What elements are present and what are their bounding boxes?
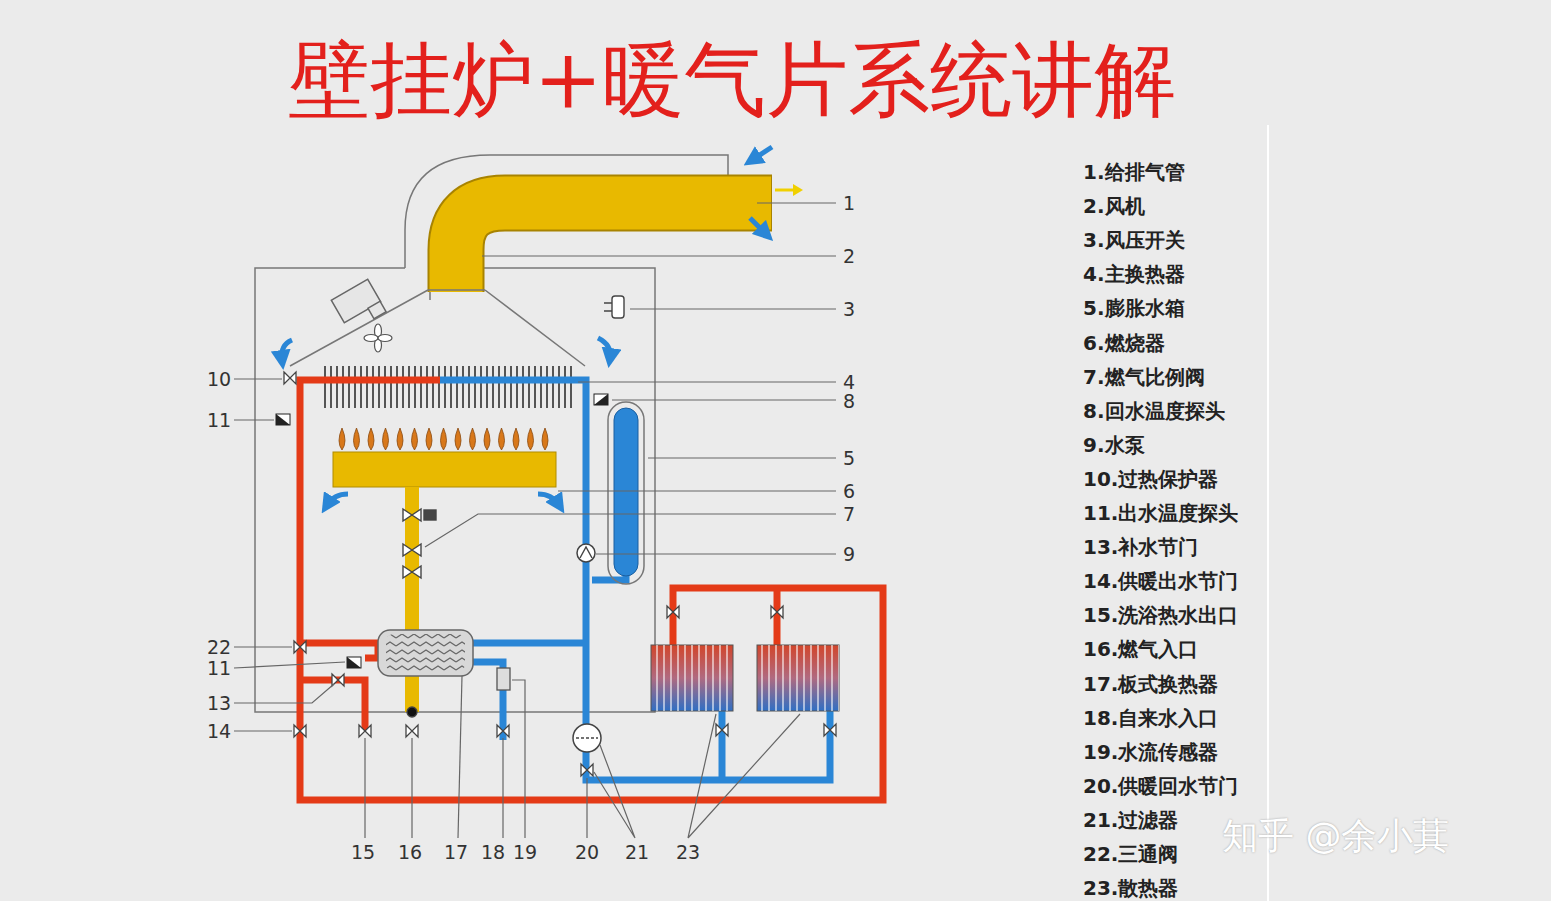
flames bbox=[339, 428, 548, 450]
callout-number: 22 bbox=[207, 637, 231, 658]
title: 壁挂炉+暖气片系统讲解 bbox=[288, 35, 1177, 125]
key-item: 13.补水节门 bbox=[1083, 536, 1198, 558]
hot-water-pipes bbox=[300, 380, 883, 800]
key-item: 16.燃气入口 bbox=[1083, 638, 1198, 660]
key-item: 4.主换热器 bbox=[1083, 263, 1185, 285]
air-flow-arrows bbox=[282, 147, 772, 505]
gas-pipe bbox=[405, 487, 419, 712]
valves bbox=[294, 606, 836, 776]
flame bbox=[339, 428, 345, 450]
leader-lines bbox=[234, 203, 836, 838]
key-item: 19.水流传感器 bbox=[1083, 741, 1218, 763]
exhaust-arrowhead bbox=[793, 184, 803, 196]
key-item: 21.过滤器 bbox=[1083, 809, 1178, 831]
flame bbox=[412, 428, 418, 450]
flame bbox=[383, 428, 389, 450]
flame bbox=[368, 428, 374, 450]
callout-number: 11 bbox=[207, 658, 231, 679]
callout-number: 13 bbox=[207, 693, 231, 714]
flame bbox=[484, 428, 490, 450]
callout-number: 17 bbox=[444, 842, 468, 863]
flame bbox=[499, 428, 505, 450]
flame bbox=[528, 428, 534, 450]
key-item: 11.出水温度探头 bbox=[1083, 502, 1238, 524]
flow-sensor bbox=[497, 668, 510, 690]
key-item: 3.风压开关 bbox=[1083, 229, 1185, 251]
callout-number: 23 bbox=[676, 842, 700, 863]
temperature-sensors bbox=[276, 394, 608, 668]
key-item: 20.供暖回水节门 bbox=[1083, 775, 1238, 797]
flame bbox=[513, 428, 519, 450]
callout-number: 3 bbox=[843, 299, 855, 320]
key-item: 9.水泵 bbox=[1083, 434, 1145, 456]
flame bbox=[397, 428, 403, 450]
expansion-tank bbox=[608, 402, 644, 584]
callout-number: 9 bbox=[843, 544, 855, 565]
key-item: 22.三通阀 bbox=[1083, 843, 1178, 865]
pressure-switch bbox=[604, 296, 624, 318]
fan bbox=[331, 279, 392, 352]
key-item: 17.板式换热器 bbox=[1083, 673, 1218, 695]
key-item: 5.膨胀水箱 bbox=[1083, 297, 1185, 319]
exhaust-arrow bbox=[775, 189, 795, 192]
callout-number: 18 bbox=[481, 842, 505, 863]
key-item: 10.过热保护器 bbox=[1083, 468, 1218, 490]
key-item: 1.给排气管 bbox=[1083, 161, 1185, 183]
callout-number: 16 bbox=[398, 842, 422, 863]
callout-number: 21 bbox=[625, 842, 649, 863]
flame bbox=[455, 428, 461, 450]
flame bbox=[470, 428, 476, 450]
filter bbox=[573, 724, 601, 752]
plate-heat-exchanger bbox=[378, 630, 473, 676]
flame bbox=[441, 428, 447, 450]
casing-outline bbox=[255, 155, 728, 712]
callout-number: 4 bbox=[843, 372, 855, 393]
callout-number: 20 bbox=[575, 842, 599, 863]
callout-number: 5 bbox=[843, 448, 855, 469]
key-item: 14.供暖出水节门 bbox=[1083, 570, 1238, 592]
key-item: 7.燃气比例阀 bbox=[1083, 366, 1205, 388]
callout-number: 11 bbox=[207, 410, 231, 431]
callout-number: 14 bbox=[207, 721, 231, 742]
burner bbox=[333, 452, 556, 487]
watermark: 知乎 @余小萁 bbox=[1222, 816, 1449, 856]
pump bbox=[577, 544, 595, 562]
callout-number: 15 bbox=[351, 842, 375, 863]
key-item: 6.燃烧器 bbox=[1083, 332, 1165, 354]
callout-number: 19 bbox=[513, 842, 537, 863]
callout-number: 8 bbox=[843, 391, 855, 412]
key-item: 15.洗浴热水出口 bbox=[1083, 604, 1238, 626]
key-item: 8.回水温度探头 bbox=[1083, 400, 1225, 422]
key-item: 2.风机 bbox=[1083, 195, 1145, 217]
callout-number: 6 bbox=[843, 481, 855, 502]
callout-number: 2 bbox=[843, 246, 855, 267]
callout-number: 10 bbox=[207, 369, 231, 390]
radiators bbox=[651, 645, 839, 711]
key-item: 18.自来水入口 bbox=[1083, 707, 1218, 729]
callout-number: 1 bbox=[843, 193, 855, 214]
flue-pipe bbox=[456, 203, 771, 292]
return-water-pipes bbox=[440, 380, 830, 780]
flame bbox=[426, 428, 432, 450]
main-heat-exchanger bbox=[324, 366, 576, 408]
key-item: 23.散热器 bbox=[1083, 877, 1178, 899]
overheat-protector bbox=[284, 372, 296, 384]
flame bbox=[542, 428, 548, 450]
flue-pipe-edge bbox=[456, 203, 772, 292]
separator-line bbox=[1267, 125, 1269, 901]
flame bbox=[354, 428, 360, 450]
callout-number: 7 bbox=[843, 504, 855, 525]
